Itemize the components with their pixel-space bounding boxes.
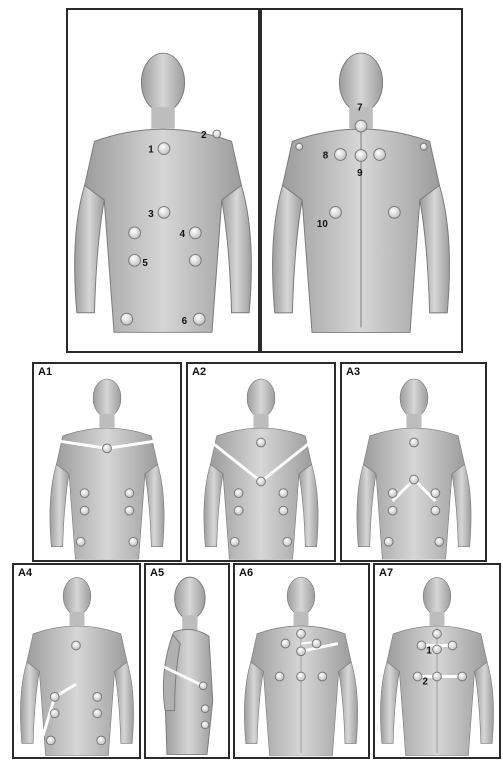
panel-a2: A2	[186, 362, 336, 562]
a5-figure	[146, 565, 228, 757]
marker-7	[355, 120, 367, 132]
marker-6a	[121, 313, 133, 325]
marker-5a	[129, 254, 141, 266]
panel-a6: A6	[233, 563, 370, 759]
label-5: 5	[142, 258, 148, 269]
label-6: 6	[182, 316, 188, 327]
marker-5b	[189, 254, 201, 266]
a3-figure	[342, 364, 485, 560]
a2-figure	[188, 364, 334, 560]
a7-label-2: 2	[422, 676, 427, 687]
front-figure: 1 2 3 4 5 6	[68, 10, 258, 351]
label-3: 3	[148, 209, 154, 220]
label-10: 10	[317, 219, 328, 230]
marker-9a	[355, 150, 367, 162]
label-4: 4	[180, 229, 186, 240]
marker-9b	[374, 149, 386, 161]
label-2: 2	[201, 130, 207, 141]
marker-10a	[330, 206, 342, 218]
marker-6b	[193, 313, 205, 325]
marker-3	[158, 206, 170, 218]
shoulder-left-back	[296, 143, 303, 150]
back-figure: 7 8 9 10	[262, 10, 461, 351]
label-7: 7	[357, 102, 363, 113]
label-1: 1	[148, 145, 154, 156]
marker-4b	[189, 227, 201, 239]
marker-10b	[388, 206, 400, 218]
label-9: 9	[357, 168, 363, 179]
shoulder-right-back	[420, 143, 427, 150]
panel-front: 1 2 3 4 5 6	[66, 8, 260, 353]
panel-a4: A4	[12, 563, 141, 759]
marker-8	[335, 149, 347, 161]
marker-1	[158, 143, 170, 155]
panel-a7: A7 1 2	[373, 563, 501, 759]
panel-a5: A5	[144, 563, 230, 759]
a7-figure: 1 2	[375, 565, 499, 757]
a1-figure	[34, 364, 180, 560]
panel-a1: A1	[32, 362, 182, 562]
label-8: 8	[323, 150, 329, 161]
a4-figure	[14, 565, 139, 757]
a6-figure	[235, 565, 368, 757]
marker-2	[213, 130, 221, 138]
marker-4a	[129, 227, 141, 239]
panel-a3: A3	[340, 362, 487, 562]
a7-label-1: 1	[426, 645, 432, 656]
panel-back: 7 8 9 10	[260, 8, 463, 353]
